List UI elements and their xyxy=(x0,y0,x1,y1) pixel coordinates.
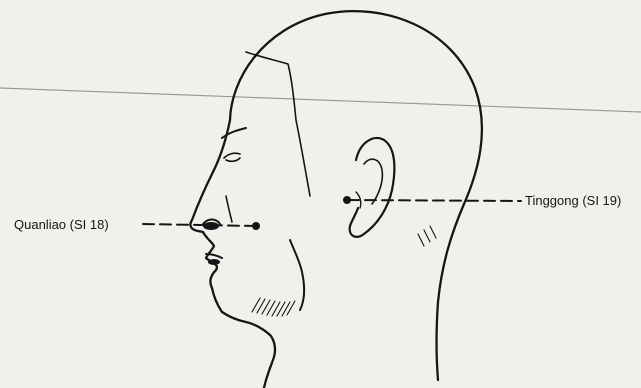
cheek-fold-line xyxy=(226,196,232,222)
eyebrow-line xyxy=(222,128,246,138)
forehead-outline xyxy=(213,120,230,172)
face-profile-outline xyxy=(190,172,275,388)
nostril-shadow xyxy=(203,222,219,230)
lip-shadow xyxy=(208,259,220,265)
ear-inner-line xyxy=(364,159,382,204)
quanliao-leader-line xyxy=(143,224,256,226)
quanliao-point-marker xyxy=(252,222,260,230)
page-fold-line xyxy=(0,88,641,112)
jaw-line xyxy=(290,240,304,310)
ear-outline xyxy=(350,138,395,237)
tinggong-point-marker xyxy=(343,196,351,204)
nape-hatching xyxy=(418,226,436,246)
eye-line xyxy=(224,153,240,161)
temple-hairline xyxy=(246,52,310,196)
neck-hatching xyxy=(252,298,295,316)
tinggong-label: Tinggong (SI 19) xyxy=(525,193,621,208)
quanliao-label: Quanliao (SI 18) xyxy=(14,217,109,232)
tinggong-leader-line xyxy=(348,200,521,201)
head-outline xyxy=(230,11,482,380)
